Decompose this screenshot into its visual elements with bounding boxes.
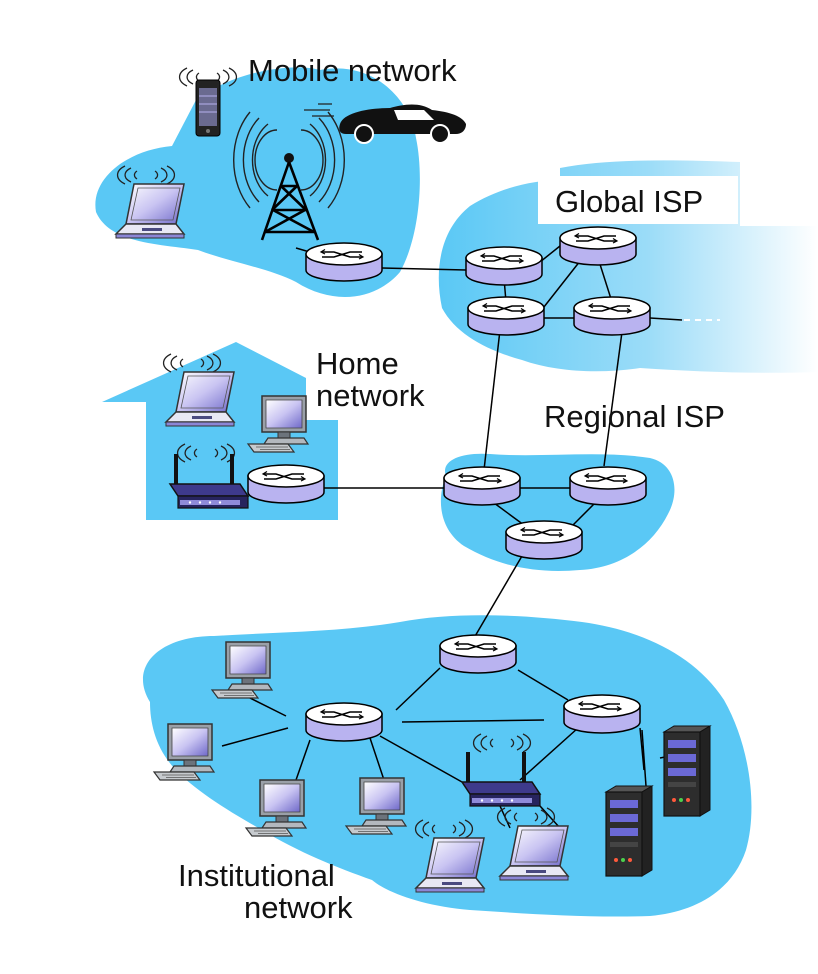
router-icon (439, 634, 517, 674)
network-links (221, 245, 683, 829)
server-icon (663, 725, 711, 817)
mobile-network-label: Mobile network (248, 53, 457, 88)
router-icon (573, 296, 651, 336)
router-icon (305, 702, 383, 742)
institutional-network-label-line1: Institutional (178, 858, 335, 893)
home-network-label-line2: network (316, 378, 425, 413)
institutional-network-region (142, 615, 752, 917)
smartphone-icon (178, 67, 238, 137)
car-icon (304, 103, 466, 144)
global-isp-label-bg (538, 176, 738, 224)
router-icon (563, 694, 641, 734)
home-network-label: Home network (316, 348, 425, 412)
regional-isp-label: Regional ISP (544, 399, 725, 434)
router-icon (465, 246, 543, 286)
router-icon (559, 226, 637, 266)
router-icon (247, 464, 325, 504)
router-icon (505, 520, 583, 560)
home-network-label-line1: Home (316, 346, 399, 381)
global-isp-label: Global ISP (555, 184, 704, 219)
router-icon (443, 466, 521, 506)
router-icon (305, 242, 383, 282)
institutional-network-label: Institutional network (178, 860, 353, 924)
server-icon (605, 785, 653, 877)
router-icon (569, 466, 647, 506)
cell-tower-icon (232, 111, 346, 241)
router-icon (467, 296, 545, 336)
institutional-network-label-line2: network (244, 890, 353, 925)
